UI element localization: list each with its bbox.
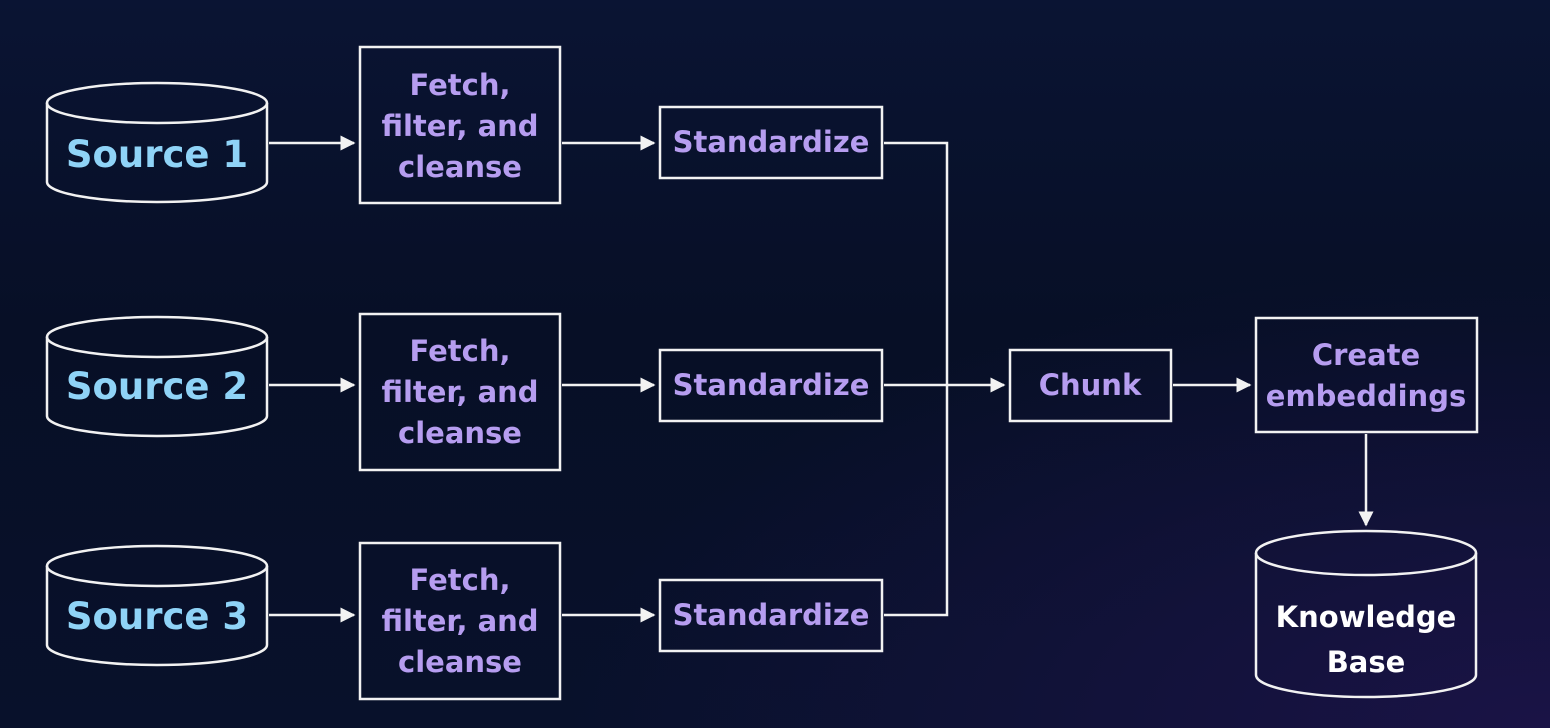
fetch-3-line-3: cleanse [398, 645, 522, 679]
source-2-label: Source 2 [66, 365, 248, 408]
source-1-database: Source 1 [45, 81, 269, 204]
knowledge-base-line-2: Base [1327, 645, 1406, 679]
create-embeddings-step: Create embeddings [1254, 316, 1479, 434]
source-1-label: Source 1 [66, 133, 248, 176]
embeddings-line-2: embeddings [1266, 379, 1466, 413]
fetch-2-line-3: cleanse [398, 416, 522, 450]
fetch-1-line-1: Fetch, [409, 68, 510, 102]
source-2-database: Source 2 [45, 315, 269, 438]
source-3-label: Source 3 [66, 595, 248, 638]
standardize-2: Standardize [658, 348, 884, 423]
fetch-1-line-3: cleanse [398, 150, 522, 184]
fetch-2-line-1: Fetch, [409, 334, 510, 368]
fetch-filter-cleanse-3: Fetch, filter, and cleanse [358, 541, 562, 701]
fetch-filter-cleanse-1: Fetch, filter, and cleanse [358, 45, 562, 205]
source-3-database: Source 3 [45, 544, 269, 667]
knowledge-base-line-1: Knowledge [1276, 600, 1457, 634]
embeddings-line-1: Create [1312, 338, 1420, 372]
knowledge-base-database: Knowledge Base [1254, 529, 1478, 699]
fetch-filter-cleanse-2: Fetch, filter, and cleanse [358, 312, 562, 472]
fetch-3-line-2: filter, and [381, 604, 538, 638]
fetch-2-line-2: filter, and [381, 375, 538, 409]
standardize-3: Standardize [658, 578, 884, 653]
standardize-3-label: Standardize [673, 598, 870, 632]
fetch-1-line-2: filter, and [381, 109, 538, 143]
standardize-1-label: Standardize [673, 125, 870, 159]
chunk-label: Chunk [1039, 368, 1142, 402]
chunk-step: Chunk [1008, 348, 1173, 423]
standardize-2-label: Standardize [673, 368, 870, 402]
merge-connector [884, 141, 949, 617]
fetch-3-line-1: Fetch, [409, 563, 510, 597]
standardize-1: Standardize [658, 105, 884, 180]
